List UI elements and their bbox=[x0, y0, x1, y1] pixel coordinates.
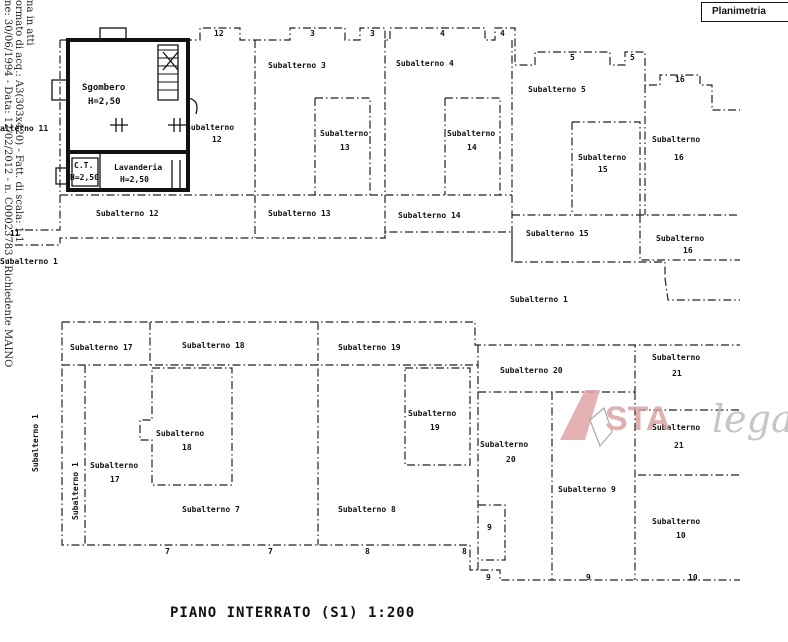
label-sub-9: Subalterno 9 bbox=[558, 485, 616, 494]
room-sgombero-height: H=2,50 bbox=[88, 97, 121, 107]
label-sub-13-top-n: 13 bbox=[340, 143, 350, 152]
plan-title: PIANO INTERRATO (S1) 1:200 bbox=[170, 605, 415, 621]
label-sub-11: alterno 11 bbox=[0, 124, 48, 133]
label-sub-20-mid: Subalterno bbox=[480, 440, 528, 449]
label-sub-20-mid-n: 20 bbox=[506, 455, 516, 464]
watermark-a-shape bbox=[560, 390, 600, 440]
label-sub-21-mid: Subalterno bbox=[652, 423, 700, 432]
tag-4b: 4 bbox=[500, 29, 505, 38]
label-sub-12-bottom: Subalterno 12 bbox=[96, 209, 159, 218]
label-sub-7: Subalterno 7 bbox=[182, 505, 240, 514]
label-sub-5: Subalterno 5 bbox=[528, 85, 586, 94]
bottom-tag-7a: 7 bbox=[165, 547, 170, 556]
label-sub-8: Subalterno 8 bbox=[338, 505, 396, 514]
owned-rooms: Sgombero H=2,50 C.T. H=2,50 Lavanderia H… bbox=[70, 83, 162, 184]
label-sub-19: Subalterno 19 bbox=[338, 343, 401, 352]
label-sub-15-bottom: Subalterno 15 bbox=[526, 229, 589, 238]
label-sub-18: Subalterno 18 bbox=[182, 341, 245, 350]
stamp-line-1: ne: 30/06/1994 - Data: 12/02/2012 - n. C… bbox=[2, 0, 13, 367]
tag-5b: 5 bbox=[630, 53, 635, 62]
label-sub-20: Subalterno 20 bbox=[500, 366, 563, 375]
label-sub-16-bottom-n: 16 bbox=[683, 246, 693, 255]
label-sub-19-mid-n: 19 bbox=[430, 423, 440, 432]
label-sub-10-n: 10 bbox=[676, 531, 686, 540]
tag-5: 5 bbox=[570, 53, 575, 62]
label-sub-16-top-n: 16 bbox=[674, 153, 684, 162]
top-subalterno-labels: alterno 11 Subalterno 12 Subalterno 12 S… bbox=[0, 59, 704, 304]
label-sub-1-center: Subalterno 1 bbox=[510, 295, 568, 304]
label-sub-21-mid-n: 21 bbox=[674, 441, 684, 450]
label-sub-21-top: Subalterno bbox=[652, 353, 700, 362]
label-sub-1-left: Subalterno 1 bbox=[0, 257, 58, 266]
watermark-text: STA bbox=[605, 400, 670, 438]
tag-11: 11 bbox=[10, 229, 20, 238]
label-sub-1-vertical: Subalterno 1 bbox=[71, 462, 80, 520]
room-sgombero: Sgombero bbox=[82, 83, 125, 93]
label-sub-15-top-n: 15 bbox=[598, 165, 608, 174]
label-sub-16-top: Subalterno bbox=[652, 135, 700, 144]
tag-3: 3 bbox=[310, 29, 315, 38]
label-sub-13-top: Subalterno bbox=[320, 129, 368, 138]
label-sub-1-vertical-far: Subalterno 1 bbox=[31, 414, 40, 472]
room-lavanderia-height: H=2,50 bbox=[120, 175, 149, 184]
label-sub-17: Subalterno 17 bbox=[70, 343, 133, 352]
stamp-line-3: na in atti bbox=[24, 0, 35, 46]
tag-16: 16 bbox=[675, 75, 685, 84]
planimetria-tab[interactable]: Planimetria bbox=[701, 2, 788, 22]
edge-tags: 12 3 3 4 4 5 5 16 11 7 7 8 8 9 9 10 bbox=[10, 29, 698, 582]
label-sub-13-bottom: Subalterno 13 bbox=[268, 209, 331, 218]
hand-pointer-icon bbox=[589, 406, 613, 448]
label-sub-14-top-n: 14 bbox=[467, 143, 477, 152]
watermark-script: legal bbox=[712, 397, 788, 441]
bottom-tag-9b: 9 bbox=[586, 573, 591, 582]
room-lavanderia: Lavanderia bbox=[114, 162, 162, 172]
label-sub-4: Subalterno 4 bbox=[396, 59, 454, 68]
tag-4: 4 bbox=[440, 29, 445, 38]
label-sub-10: Subalterno bbox=[652, 517, 700, 526]
room-ct: C.T. bbox=[74, 161, 93, 170]
bottom-tag-8a: 8 bbox=[365, 547, 370, 556]
label-sub-19-mid: Subalterno bbox=[408, 409, 456, 418]
label-sub-12-top: Subalterno bbox=[186, 123, 234, 132]
tag-12: 12 bbox=[214, 29, 224, 38]
label-sub-9-small: 9 bbox=[487, 523, 492, 532]
cadastral-stamp: ne: 30/06/1994 - Data: 12/02/2012 - n. C… bbox=[2, 0, 35, 367]
label-sub-21-top-n: 21 bbox=[672, 369, 682, 378]
label-sub-18-mid-n: 18 bbox=[182, 443, 192, 452]
label-sub-17-mid: Subalterno bbox=[90, 461, 138, 470]
bottom-block-boundaries bbox=[61, 321, 740, 581]
label-sub-18-mid: Subalterno bbox=[156, 429, 204, 438]
bottom-tag-9a: 9 bbox=[486, 573, 491, 582]
label-sub-17-mid-n: 17 bbox=[110, 475, 120, 484]
label-sub-12-top-n: 12 bbox=[212, 135, 222, 144]
stamp-line-2: ormato di acq.: A3(303x420) - Fatt. di s… bbox=[13, 0, 24, 243]
bottom-tag-8b: 8 bbox=[462, 547, 467, 556]
label-sub-16-bottom: Subalterno bbox=[656, 234, 704, 243]
label-sub-3: Subalterno 3 bbox=[268, 61, 326, 70]
bottom-subalterno-labels: Subalterno 17 Subalterno 18 Subalterno 1… bbox=[31, 341, 700, 540]
label-sub-14-bottom: Subalterno 14 bbox=[398, 211, 461, 220]
owned-unit-walls bbox=[51, 27, 198, 192]
astalegale-watermark: STA legal bbox=[560, 390, 788, 448]
label-sub-15-top: Subalterno bbox=[578, 153, 626, 162]
bottom-tag-7b: 7 bbox=[268, 547, 273, 556]
room-ct-height: H=2,50 bbox=[70, 173, 99, 182]
bottom-tag-10: 10 bbox=[688, 573, 698, 582]
tag-3b: 3 bbox=[370, 29, 375, 38]
top-block-boundaries bbox=[15, 27, 740, 301]
label-sub-14-top: Subalterno bbox=[447, 129, 495, 138]
